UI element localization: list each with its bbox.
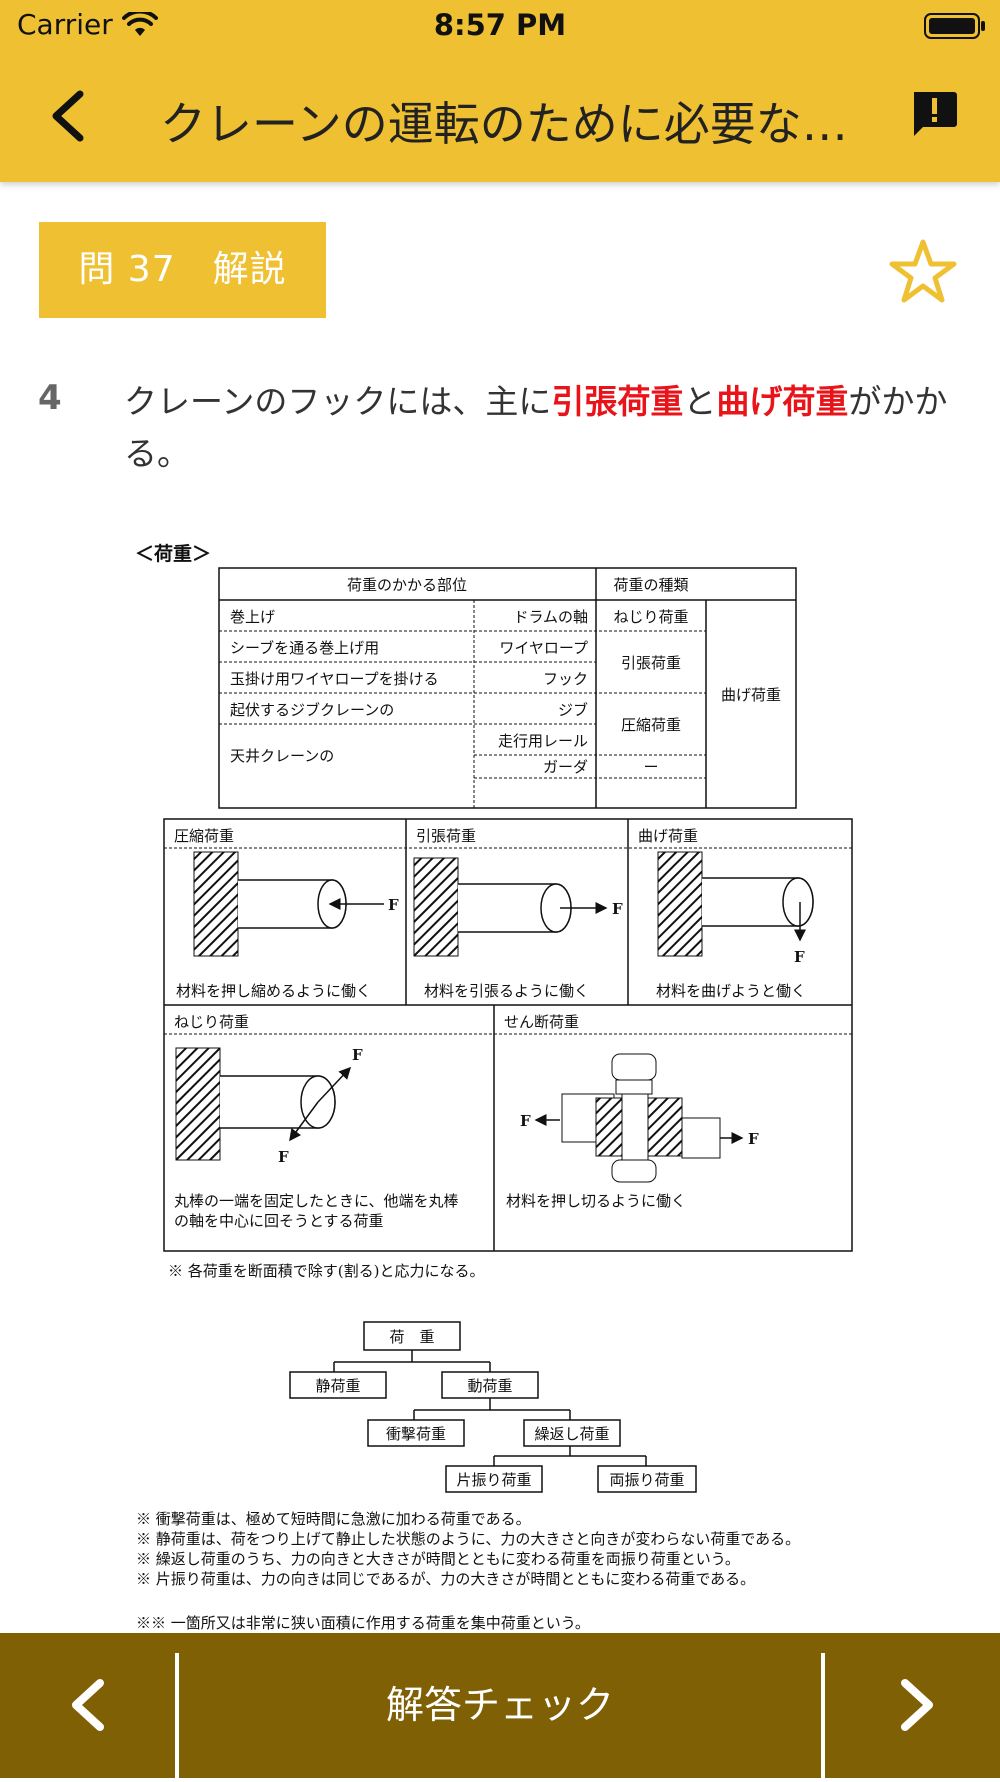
choice-text-middle: と (683, 382, 717, 421)
tree-node: 繰返し荷重 (534, 1425, 609, 1443)
table-cell: 引張荷重 (621, 654, 681, 672)
notes: ※ 衝撃荷重は、極めて短時間に急激に加わる荷重である。 ※ 静荷重は、荷をつり上… (136, 1510, 800, 1632)
diagram-caption: 材料を曲げようと働く (656, 982, 806, 1000)
diagram-title: 圧縮荷重 (174, 827, 234, 845)
note-line: ※※ 一箇所又は非常に狭い面積に作用する荷重を集中荷重という。 (136, 1614, 590, 1632)
battery-icon (924, 13, 985, 39)
force-label: F (612, 900, 623, 918)
table-cell: ねじり荷重 (613, 608, 688, 626)
table-header-part: 荷重のかかる部位 (347, 576, 467, 594)
load-tree: 荷 重 静荷重 動荷重 衝撃荷重 繰返し荷重 片振り荷重 両振り荷重 (289, 1321, 697, 1493)
bottom-bar: 解答チェック (0, 1633, 1000, 1778)
table-cell: 圧縮荷重 (621, 716, 681, 734)
choice-number: 4 (38, 378, 62, 418)
table-cell: 巻上げ (230, 608, 275, 626)
chevron-left-icon (72, 1679, 104, 1731)
diagram-note: ※ 各荷重を断面積で除す(割る)と応力になる。 (168, 1262, 484, 1280)
report-icon[interactable] (908, 88, 960, 140)
prev-button[interactable] (0, 1633, 175, 1778)
bottom-divider (821, 1653, 825, 1778)
tree-node: 両振り荷重 (609, 1471, 684, 1489)
bottom-divider (175, 1653, 179, 1778)
choice-text-after: がかかる。 (124, 382, 948, 473)
table-cell: 起伏するジブクレーンの (230, 701, 394, 719)
carrier-label: Carrier (17, 8, 113, 41)
table-cell: ー (643, 758, 658, 776)
diagram-title: 引張荷重 (416, 827, 476, 845)
table-header-type: 荷重の種類 (613, 576, 688, 594)
table-cell: ジブ (558, 701, 588, 719)
force-label: F (278, 1148, 289, 1166)
diagram-title: せん断荷重 (504, 1013, 579, 1031)
question-badge: 問 37 解説 (39, 222, 326, 318)
diagram-caption: 丸棒の一端を固定したときに、他端を丸棒 (174, 1192, 459, 1210)
table-cell: 玉掛け用ワイヤロープを掛ける (230, 670, 439, 688)
choice-text: クレーンのフックには、主に引張荷重と曲げ荷重がかかる。 (124, 376, 954, 480)
table-cell-bending: 曲げ荷重 (721, 686, 781, 704)
force-label: F (388, 896, 399, 914)
note-line: ※ 片振り荷重は、力の向きは同じであるが、力の大きさが時間とともに変わる荷重であ… (136, 1570, 755, 1588)
answer-check-button[interactable]: 解答チェック (385, 1683, 614, 1727)
tree-node: 動荷重 (467, 1377, 512, 1395)
diagram-caption: 材料を押し縮めるように働く (176, 982, 371, 1000)
table-cell: 天井クレーンの (230, 747, 334, 765)
wifi-icon (122, 12, 158, 36)
highlight-tensile: 引張荷重 (551, 382, 684, 421)
tree-node: 荷 重 (389, 1328, 434, 1346)
page-title: クレーンの運転のために必要な… (160, 97, 848, 151)
diagram-title: ねじり荷重 (174, 1013, 249, 1031)
load-table: 荷重のかかる部位 荷重の種類 巻上げ ドラムの軸 ねじり荷重 シーブを通る巻上げ… (218, 567, 797, 809)
tree-node: 静荷重 (315, 1377, 360, 1395)
diagram-caption: の軸を中心に回そうとする荷重 (174, 1212, 384, 1230)
load-diagrams: 圧縮荷重 引張荷重 曲げ荷重 ねじり荷重 せん断荷重 F 材料を押し縮めるように… (163, 818, 853, 1252)
choice-text-before: クレーンのフックには、主に (124, 382, 552, 421)
force-label: F (520, 1112, 531, 1130)
diagram-caption: 材料を引張るように働く (424, 982, 589, 1000)
tree-node: 片振り荷重 (456, 1471, 531, 1489)
next-button[interactable] (825, 1633, 1000, 1778)
highlight-bending: 曲げ荷重 (716, 382, 849, 421)
note-line: ※ 静荷重は、荷をつり上げて静止した状態のように、力の大きさと向きが変わらない荷… (136, 1530, 800, 1548)
chevron-right-icon (901, 1679, 933, 1731)
table-cell: ワイヤロープ (499, 639, 588, 657)
tree-node: 衝撃荷重 (386, 1425, 446, 1443)
diagram-caption: 材料を押し切るように働く (506, 1192, 686, 1210)
table-cell: ガーダ (543, 758, 588, 776)
note-line: ※ 衝撃荷重は、極めて短時間に急激に加わる荷重である。 (136, 1510, 531, 1528)
back-button[interactable] (40, 88, 96, 144)
diagram-title: 曲げ荷重 (638, 827, 698, 845)
note-line: ※ 繰返し荷重のうち、力の向きと大きさが時間とともに変わる荷重を両振り荷重という… (136, 1550, 740, 1568)
force-label: F (352, 1046, 363, 1064)
force-label: F (748, 1130, 759, 1148)
status-time: 8:57 PM (433, 8, 567, 42)
figure-section-title: ＜荷重＞ (135, 542, 211, 565)
table-cell: フック (543, 670, 588, 688)
table-cell: シーブを通る巻上げ用 (230, 639, 379, 657)
table-cell: ドラムの軸 (513, 608, 588, 626)
app-header: Carrier 8:57 PM クレーンの運転のために必要な… (0, 0, 1000, 182)
favorite-star-icon[interactable] (888, 238, 958, 304)
table-cell: 走行用レール (498, 732, 588, 750)
force-label: F (794, 948, 805, 966)
explanation-figure: ＜荷重＞ 荷重のかかる部位 荷重の種類 巻上げ ドラムの軸 ねじり荷重 シーブを… (0, 520, 1000, 1632)
